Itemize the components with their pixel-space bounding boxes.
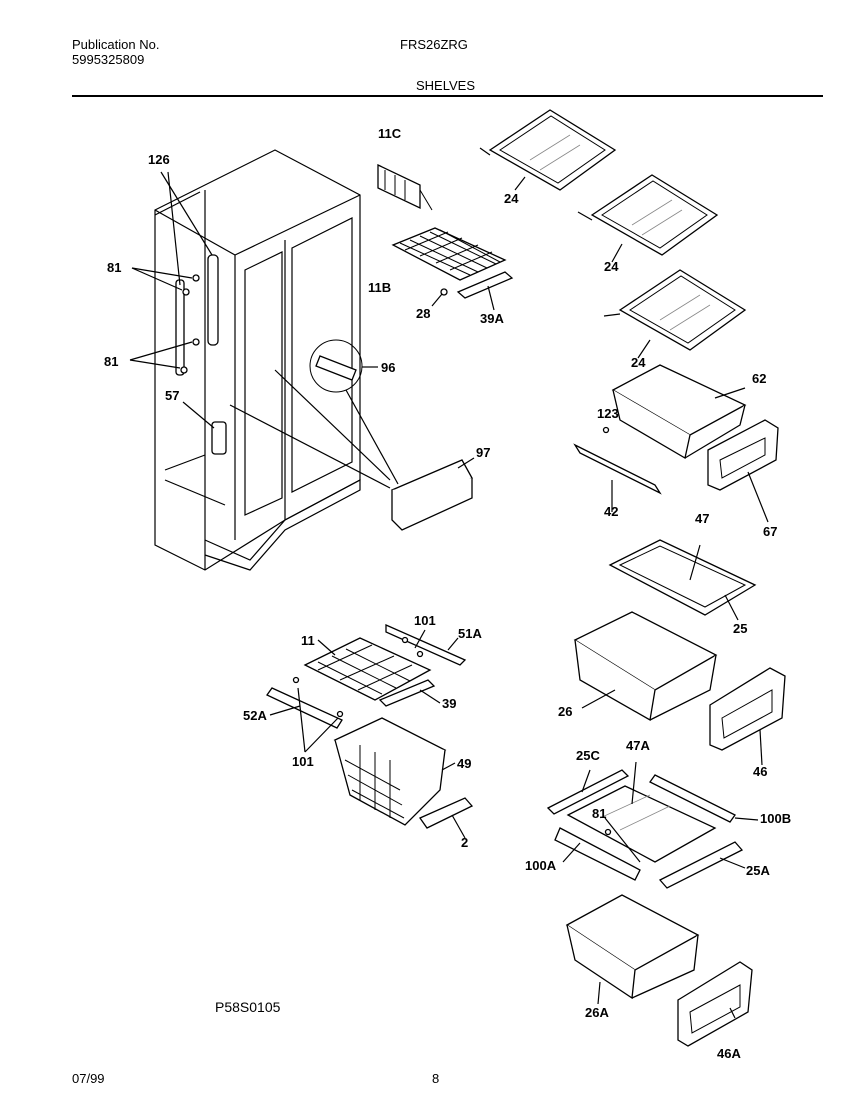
part-100B bbox=[649, 774, 759, 823]
glass-shelf-24c bbox=[603, 269, 747, 359]
part-47-25 bbox=[608, 539, 757, 621]
part-11 bbox=[303, 637, 432, 701]
callout-11: 11 bbox=[301, 633, 315, 648]
callout-100A: 100A bbox=[525, 858, 557, 873]
callout-26A: 26A bbox=[585, 1005, 609, 1020]
callout-67: 67 bbox=[763, 524, 777, 539]
part-62 bbox=[611, 364, 747, 460]
callout-97: 97 bbox=[476, 445, 490, 460]
callout-24-bottom: 24 bbox=[631, 355, 646, 370]
part-49 bbox=[333, 717, 456, 826]
callout-57: 57 bbox=[165, 388, 179, 403]
figure-id: P58S0105 bbox=[215, 999, 281, 1015]
callout-39: 39 bbox=[442, 696, 456, 711]
callout-49: 49 bbox=[457, 756, 471, 771]
callout-42: 42 bbox=[604, 504, 618, 519]
part-67 bbox=[707, 419, 779, 523]
footer-page: 8 bbox=[432, 1071, 440, 1086]
part-11C bbox=[377, 163, 433, 211]
part-28-39A bbox=[431, 271, 514, 311]
callout-101-upper: 101 bbox=[414, 613, 436, 628]
footer-date: 07/99 bbox=[72, 1071, 105, 1086]
callout-47: 47 bbox=[695, 511, 709, 526]
part-101-51A bbox=[385, 624, 467, 666]
callout-26: 26 bbox=[558, 704, 572, 719]
callout-126: 126 bbox=[148, 152, 170, 167]
header-rule bbox=[72, 95, 823, 97]
part-46A bbox=[677, 961, 753, 1047]
callout-81-lower: 81 bbox=[104, 354, 118, 369]
part-25A bbox=[658, 841, 746, 889]
section-title: SHELVES bbox=[416, 78, 476, 93]
glass-shelf-24a bbox=[479, 109, 617, 191]
callout-96: 96 bbox=[381, 360, 395, 375]
callout-123: 123 bbox=[597, 406, 619, 421]
part-96 bbox=[309, 339, 399, 485]
callout-81-upper: 81 bbox=[107, 260, 121, 275]
callout-46: 46 bbox=[753, 764, 767, 779]
callout-25C: 25C bbox=[576, 748, 600, 763]
publication-number: 5995325809 bbox=[72, 52, 145, 67]
screws-81 bbox=[129, 267, 200, 374]
callout-11B: 11B bbox=[368, 280, 391, 295]
callout-47A: 47A bbox=[626, 738, 650, 753]
callout-24-middle: 24 bbox=[604, 259, 619, 274]
glass-shelf-24b bbox=[577, 174, 719, 263]
part-81-100A bbox=[554, 817, 641, 881]
part-26 bbox=[573, 611, 718, 722]
callout-11C: 11C bbox=[378, 126, 402, 141]
callout-28: 28 bbox=[416, 306, 430, 321]
callout-100B: 100B bbox=[760, 811, 791, 826]
callout-51A: 51A bbox=[458, 626, 482, 641]
part-47A bbox=[566, 761, 717, 863]
part-52A bbox=[266, 676, 344, 753]
part-25C bbox=[546, 769, 630, 815]
publication-label: Publication No. bbox=[72, 37, 160, 52]
part-11B bbox=[391, 227, 507, 281]
part-123-42 bbox=[573, 426, 662, 512]
callout-39A: 39A bbox=[480, 311, 504, 326]
callout-25: 25 bbox=[733, 621, 747, 636]
part-57 bbox=[182, 401, 227, 455]
part-46 bbox=[709, 667, 786, 766]
part-26A bbox=[565, 894, 700, 1005]
door-handle-trims bbox=[160, 171, 219, 376]
model-number: FRS26ZRG bbox=[400, 37, 468, 52]
part-2 bbox=[419, 797, 474, 839]
part-39 bbox=[378, 679, 441, 707]
callout-2: 2 bbox=[461, 835, 468, 850]
callout-62: 62 bbox=[752, 371, 766, 386]
callout-81-lower-shelf: 81 bbox=[592, 806, 606, 821]
callout-24-top: 24 bbox=[504, 191, 519, 206]
callout-46A: 46A bbox=[717, 1046, 741, 1061]
callout-25A: 25A bbox=[746, 863, 770, 878]
part-97 bbox=[229, 369, 475, 531]
refrigerator-cabinet bbox=[154, 149, 361, 571]
callout-101-lower: 101 bbox=[292, 754, 314, 769]
callout-52A: 52A bbox=[243, 708, 267, 723]
